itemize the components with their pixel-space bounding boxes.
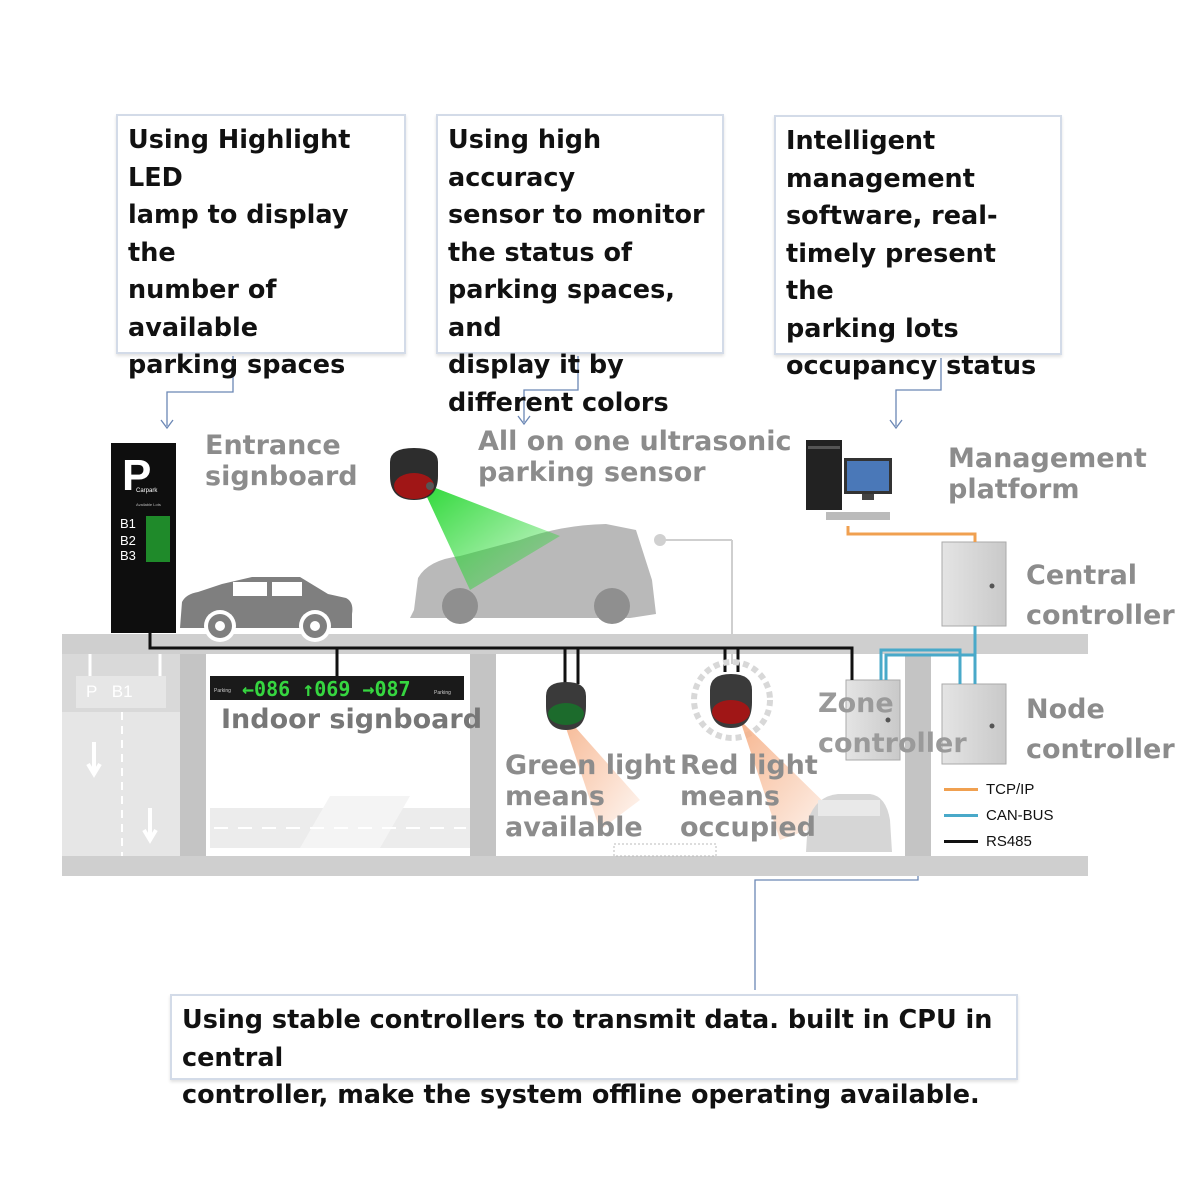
label-indoor-signboard: Indoor signboard [221, 704, 483, 735]
callout-sensor-text: Using high accuracy sensor to monitor th… [448, 125, 705, 418]
level-sign [76, 676, 166, 708]
label-node-controller: Node controller [1026, 694, 1175, 765]
car-icon [180, 577, 353, 642]
indoor-sign-readout: ←086 ↑069 →087 [242, 677, 411, 701]
callout-led: Using Highlight LED lamp to display the … [116, 114, 406, 380]
indoor-sign-left-tag: Parking [214, 688, 231, 694]
rs485-lines [148, 632, 854, 684]
label-central-controller: Central controller [1026, 560, 1175, 631]
level-sign-p: P [86, 682, 98, 701]
parked-car [806, 794, 892, 852]
central-controller-box [941, 541, 1007, 627]
legend-label-rs485: RS485 [986, 832, 1032, 850]
label-green-light: Green light means available [505, 750, 676, 843]
node-controller-box [941, 683, 1007, 765]
legend-swatch-rs485 [944, 839, 978, 843]
indoor-signboard: Parking Parking ←086 ↑069 →087 [210, 676, 464, 701]
callout-software-text: Intelligent management software, real- t… [786, 126, 1037, 381]
sign-level-3: B3 [120, 548, 136, 563]
car-silhouette [410, 524, 656, 624]
label-zone-controller: Zone controller [818, 688, 967, 759]
indoor-sign-right-tag: Parking [434, 690, 451, 696]
callout-controllers: Using stable controllers to transmit dat… [170, 994, 1018, 1110]
sign-letter: P [122, 451, 151, 500]
entrance-signboard: P Carpark Available Lots B1 B2 B3 [111, 443, 176, 633]
lower-slab [62, 856, 1088, 876]
canbus-lines [879, 626, 977, 684]
label-ultrasonic-sensor: All on one ultrasonic parking sensor [478, 426, 792, 488]
parking-bay-outline [613, 843, 717, 857]
legend-label-canbus: CAN-BUS [986, 806, 1054, 824]
legend-swatch-tcpip [944, 787, 978, 791]
sign-sub: Available Lots [136, 502, 161, 507]
sign-name: Carpark [136, 488, 158, 494]
legend-label-tcpip: TCP/IP [986, 780, 1035, 798]
level-sign-text: P B1 [86, 682, 133, 702]
green-sensor [546, 682, 640, 830]
callout-sensor: Using high accuracy sensor to monitor th… [436, 114, 724, 418]
callout-controllers-text: Using stable controllers to transmit dat… [182, 1005, 993, 1110]
legend: TCP/IP CAN-BUS RS485 [944, 776, 1054, 854]
computer-icon [806, 440, 892, 520]
label-red-light: Red light means occupied [680, 750, 818, 843]
sign-level-2: B2 [120, 533, 136, 548]
legend-item-tcpip: TCP/IP [944, 776, 1054, 802]
zone-controller-box [845, 679, 901, 761]
callout-software: Intelligent management software, real- t… [774, 115, 1062, 381]
sign-level-1: B1 [120, 516, 136, 531]
legend-swatch-canbus [944, 813, 978, 817]
legend-item-rs485: RS485 [944, 828, 1054, 854]
level-sign-level: B1 [111, 682, 133, 701]
legend-item-canbus: CAN-BUS [944, 802, 1054, 828]
callout-led-text: Using Highlight LED lamp to display the … [128, 125, 351, 380]
label-entrance-signboard: Entrance signboard [205, 430, 358, 492]
ultrasonic-sensor [390, 448, 560, 590]
tcpip-line [846, 526, 977, 542]
label-management-platform: Management platform [948, 443, 1147, 505]
